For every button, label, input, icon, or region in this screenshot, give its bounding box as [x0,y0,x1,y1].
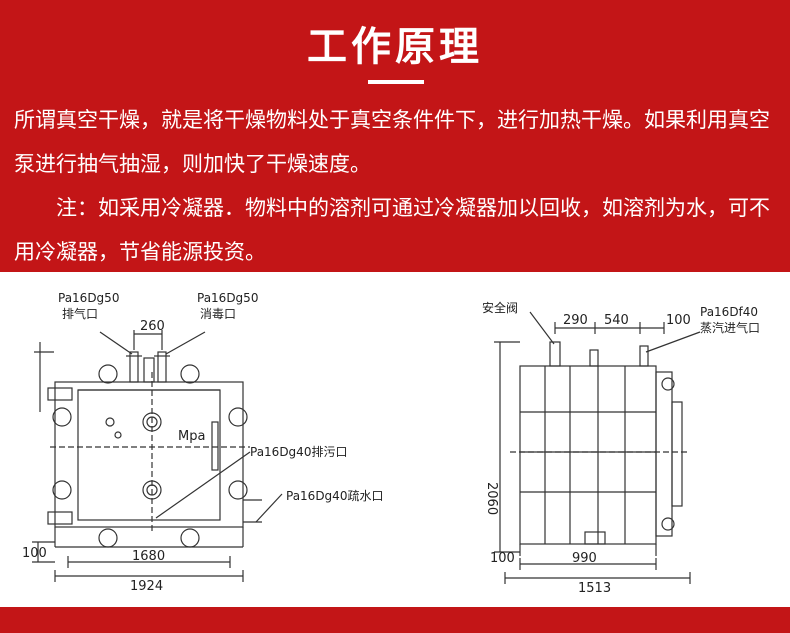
front-view-drawing [32,330,283,582]
lock-wheel-2 [180,364,200,384]
side-dim-990: 990 [572,551,597,566]
front-dim-260: 260 [140,319,165,334]
side-chamber-body [519,365,657,545]
lock-wheel-8 [180,528,200,548]
lock-wheel-6 [228,480,248,500]
side-view-drawing [494,311,701,584]
side-door [655,371,673,537]
side-dim-1513: 1513 [578,581,611,596]
front-chamber-inner [77,389,221,521]
side-dim-100-left: 100 [490,551,515,566]
safety-valve [549,341,561,367]
side-dim-100-top: 100 [666,313,691,328]
front-dim-1680: 1680 [132,549,165,564]
lock-wheel-7 [98,528,118,548]
front-disinfect-label: 消毒口 [200,307,236,321]
lock-wheel-4 [228,407,248,427]
side-safety-valve-label: 安全阀 [482,300,518,315]
side-dim-2060: 2060 [484,482,499,515]
description: 所谓真空干燥，就是将干燥物料处于真空条件件下，进行加热干燥。如果利用真空泵进行抽… [14,98,782,274]
lock-wheel-1 [98,364,118,384]
description-paragraph-1: 所谓真空干燥，就是将干燥物料处于真空条件件下，进行加热干燥。如果利用真空泵进行抽… [14,108,770,176]
exhaust-nozzle [129,351,139,383]
front-chamber-outer [54,381,244,528]
front-exhaust-label: 排气口 [62,306,98,321]
gauge-small [105,417,115,427]
title-underline [368,80,424,84]
disinfect-nozzle [157,351,167,383]
drawing-panel: Pa16Dg50 排气口 Pa16Dg50 消毒口 260 Mpa Pa16Dg… [0,272,790,607]
front-dim-1924: 1924 [130,579,163,594]
front-exhaust-spec: Pa16Dg50 [58,291,119,305]
description-paragraph-2: 注：如采用冷凝器．物料中的溶剂可通过冷凝器加以回收，如溶剂为水，可不用冷凝器，节… [14,196,770,264]
lock-wheel-5 [52,480,72,500]
side-dim-290: 290 [563,313,588,328]
page-title: 工作原理 [307,24,483,70]
front-drain-sewage-label: Pa16Dg40排污口 [250,445,347,459]
side-dim-540: 540 [604,313,629,328]
side-steam-inlet-label: 蒸汽进气口 [700,320,760,335]
steam-inlet [639,345,649,367]
front-dim-100: 100 [22,546,47,561]
front-gauge-label: Mpa [178,429,205,444]
footer-band [0,607,790,633]
front-disinfect-spec: Pa16Dg50 [197,291,258,305]
front-drain-water-label: Pa16Dg40疏水口 [286,488,383,503]
side-steam-spec: Pa16Df40 [700,305,758,319]
lock-wheel-3 [52,407,72,427]
technical-drawing: Pa16Dg50 排气口 Pa16Dg50 消毒口 260 Mpa Pa16Dg… [22,291,760,596]
header-band [0,0,790,272]
